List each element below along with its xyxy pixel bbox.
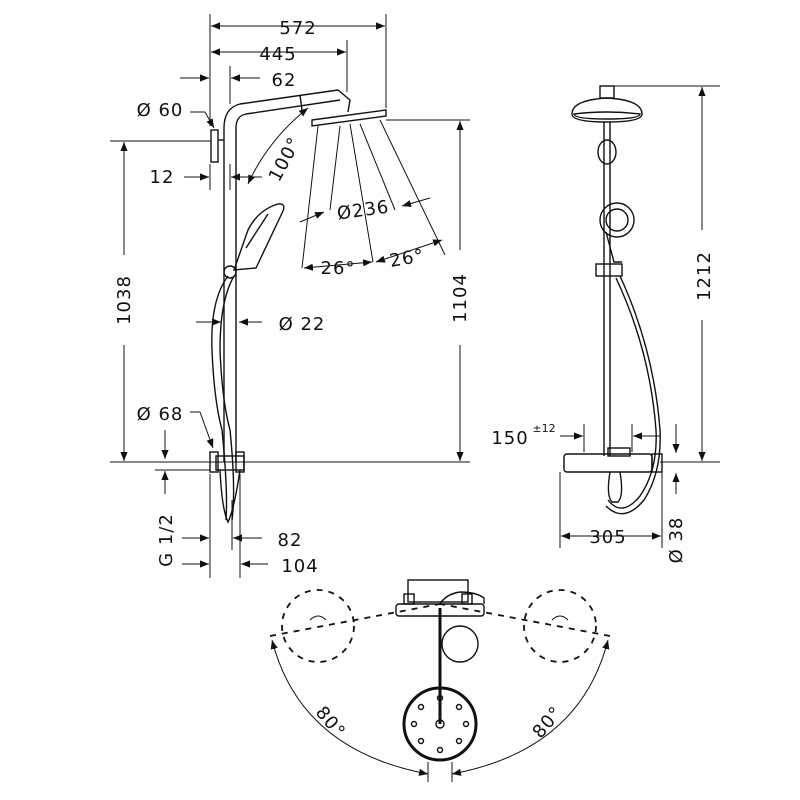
dim-150: 150 (491, 428, 528, 449)
side-overhead-head (571, 97, 643, 123)
top-head-left-dashed (281, 589, 355, 663)
front-view: 572 445 62 Ø 60 12 100° Ø236 26° 26° (110, 14, 471, 578)
side-hand-shower (599, 202, 635, 238)
dim-305: 305 (589, 527, 626, 548)
side-thermostat (563, 453, 653, 473)
wall-bracket-top (210, 129, 219, 163)
side-riser (603, 122, 611, 456)
dim-82: 82 (278, 530, 303, 551)
thermostat-body (215, 455, 245, 471)
dim-1212: 1212 (694, 251, 715, 301)
dim-26a: 26° (321, 258, 356, 279)
hand-shower (232, 203, 285, 271)
dim-100deg: 100° (265, 134, 306, 186)
hose (211, 275, 235, 521)
angle-arc-left (270, 639, 429, 776)
spray-lines (301, 119, 446, 269)
dim-g12: G 1/2 (156, 513, 177, 567)
dim-26b: 26° (388, 245, 426, 272)
dim-62: 62 (272, 70, 297, 91)
dim-572: 572 (279, 18, 316, 39)
dim-dia38: Ø 38 (666, 517, 687, 564)
slider-holder (223, 265, 237, 279)
dim-dia68: Ø 68 (137, 404, 184, 425)
dim-dia60: Ø 60 (137, 100, 184, 121)
dim-150-tol: ±12 (532, 422, 555, 435)
side-hose (605, 275, 661, 515)
riser-pipe (223, 128, 237, 462)
angle-left: 80° (311, 702, 350, 742)
side-view: 1212 150 ±12 305 Ø 38 (491, 85, 720, 564)
angle-right: 80° (529, 702, 568, 742)
top-head-right-dashed (523, 589, 597, 663)
dim-445: 445 (259, 44, 296, 65)
shower-arm (223, 89, 341, 129)
dim-1104: 1104 (450, 273, 471, 323)
dim-104: 104 (281, 556, 318, 577)
dim-1038: 1038 (114, 275, 135, 325)
dim-12: 12 (150, 167, 175, 188)
dim-dia236: Ø236 (336, 197, 391, 225)
angle-arc-right (451, 639, 610, 776)
overhead-shower-head (311, 109, 387, 127)
dim-dia22: Ø 22 (279, 314, 326, 335)
top-view: 80° 80° (269, 579, 611, 782)
